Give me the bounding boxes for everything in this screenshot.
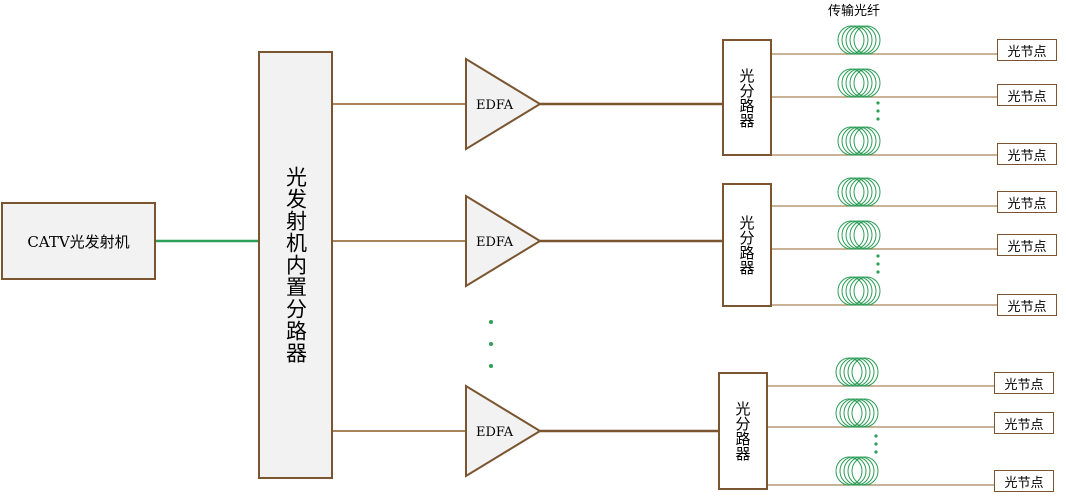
fiber-coil-icon <box>853 68 881 98</box>
optical-node: 光节点 <box>994 470 1054 492</box>
fiber-coil-icon <box>849 220 877 250</box>
catv-transmitter-label: CATV光发射机 <box>27 232 130 251</box>
ellipsis-dot <box>876 109 880 113</box>
fiber-coil-icon <box>845 126 873 156</box>
ellipsis-dot <box>876 117 880 121</box>
fiber-coil-icon <box>849 177 877 207</box>
fiber-coil-icon <box>841 126 869 156</box>
fiber-coil-icon <box>839 398 867 428</box>
ellipsis-dot <box>489 320 493 324</box>
fiber-coil-icon <box>853 276 881 306</box>
main-splitter-label: 光发射机内置分路器 <box>283 166 308 364</box>
ellipsis-dot <box>874 434 878 438</box>
fiber-coil-icon <box>843 456 871 486</box>
fiber-coil-icon <box>841 220 869 250</box>
fiber-coil-icon <box>847 357 875 387</box>
ellipsis-dot <box>876 270 880 274</box>
fiber-coil-icon <box>841 177 869 207</box>
optical-node-label: 光节点 <box>1004 417 1044 433</box>
optical-node-label: 光节点 <box>1007 239 1047 255</box>
fiber-coil-icon <box>843 398 871 428</box>
optical-node: 光节点 <box>997 84 1057 106</box>
fiber-coil-icon <box>845 68 873 98</box>
catv-transmitter-box: CATV光发射机 <box>1 202 156 280</box>
edfa-label: EDFA <box>476 98 514 113</box>
optical-node-label: 光节点 <box>1004 377 1044 393</box>
ellipsis-dot <box>489 342 493 346</box>
optical-node: 光节点 <box>997 39 1057 61</box>
fiber-coil-icon <box>837 177 865 207</box>
branch-splitter-3: 光分路器 <box>718 372 768 490</box>
ellipsis-dot <box>876 101 880 105</box>
fiber-coil-icon <box>835 456 863 486</box>
branch-splitter-2: 光分路器 <box>722 183 772 307</box>
edfa-amplifier-icon <box>465 194 542 288</box>
fiber-coil-icon <box>839 357 867 387</box>
ellipsis-dot <box>876 262 880 266</box>
fiber-coil-icon <box>853 220 881 250</box>
fiber-coil-icon <box>851 456 879 486</box>
fiber-label: 传输光纤 <box>828 4 881 19</box>
fiber-coil-icon <box>845 220 873 250</box>
fiber-coil-icon <box>837 25 865 55</box>
fiber-coil-icon <box>845 25 873 55</box>
branch-splitter-1: 光分路器 <box>722 39 772 156</box>
fiber-coil-icon <box>853 25 881 55</box>
optical-node: 光节点 <box>994 412 1054 434</box>
edfa-label: EDFA <box>476 235 514 250</box>
optical-node: 光节点 <box>994 372 1054 394</box>
optical-node-label: 光节点 <box>1007 196 1047 212</box>
fiber-coil-icon <box>849 126 877 156</box>
main-splitter-box: 光发射机内置分路器 <box>258 51 333 479</box>
fiber-coil-icon <box>851 398 879 428</box>
ellipsis-dot <box>874 450 878 454</box>
fiber-coil-icon <box>851 357 879 387</box>
fiber-coil-icon <box>849 276 877 306</box>
fiber-coil-icon <box>847 398 875 428</box>
fiber-coil-icon <box>835 357 863 387</box>
fiber-coil-icon <box>849 68 877 98</box>
ellipsis-dot <box>874 442 878 446</box>
optical-node-label: 光节点 <box>1004 475 1044 491</box>
fiber-coil-icon <box>841 25 869 55</box>
fiber-coil-icon <box>837 126 865 156</box>
fiber-coil-icon <box>843 357 871 387</box>
optical-node-label: 光节点 <box>1007 44 1047 60</box>
edfa-amplifier-icon <box>465 384 542 478</box>
fiber-coil-icon <box>837 276 865 306</box>
optical-node-label: 光节点 <box>1007 148 1047 164</box>
optical-node: 光节点 <box>997 191 1057 213</box>
edfa-amplifier-icon <box>465 57 542 151</box>
fiber-coil-icon <box>853 177 881 207</box>
fiber-coil-icon <box>841 276 869 306</box>
fiber-coil-icon <box>849 25 877 55</box>
branch-splitter-1-label: 光分路器 <box>737 67 756 128</box>
optical-node-label: 光节点 <box>1007 89 1047 105</box>
ellipsis-dot <box>489 364 493 368</box>
branch-splitter-2-label: 光分路器 <box>737 215 756 275</box>
branch-splitter-3-label: 光分路器 <box>733 401 752 461</box>
fiber-coil-icon <box>847 456 875 486</box>
edfa-label: EDFA <box>476 425 514 440</box>
fiber-coil-icon <box>837 68 865 98</box>
ellipsis-dot <box>876 254 880 258</box>
fiber-coil-icon <box>845 177 873 207</box>
fiber-coil-icon <box>837 220 865 250</box>
optical-node-label: 光节点 <box>1007 299 1047 315</box>
optical-node: 光节点 <box>997 234 1057 256</box>
optical-node: 光节点 <box>997 143 1057 165</box>
fiber-coil-icon <box>841 68 869 98</box>
fiber-coil-icon <box>839 456 867 486</box>
fiber-coil-icon <box>853 126 881 156</box>
fiber-coil-icon <box>835 398 863 428</box>
fiber-coil-icon <box>845 276 873 306</box>
optical-node: 光节点 <box>997 294 1057 316</box>
